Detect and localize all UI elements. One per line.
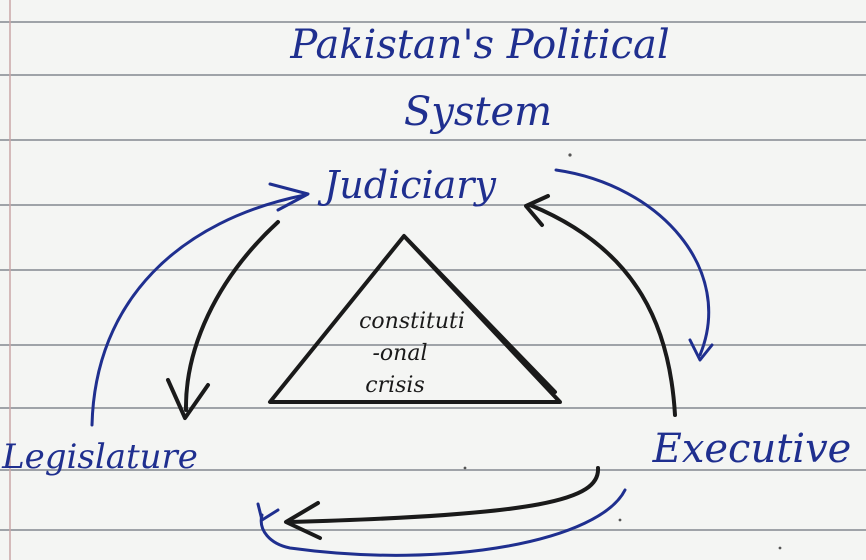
center-triangle <box>268 234 562 404</box>
speck <box>778 546 782 550</box>
diagram-title-line1: Pakistan's Political <box>289 22 669 68</box>
center-text-line3: crisis <box>365 373 425 398</box>
arrow-executive-to-judiciary <box>528 203 677 417</box>
black-arrows <box>166 194 677 540</box>
arrow-judiciary-to-legislature <box>183 220 280 412</box>
arrowhead <box>284 501 322 540</box>
speck <box>568 153 572 157</box>
arrowhead <box>268 182 310 212</box>
ruled-lines <box>0 21 866 531</box>
pen-specks <box>463 153 782 550</box>
node-legislature: Legislature <box>1 437 198 477</box>
center-text-line1: constituti <box>359 309 465 334</box>
speck <box>618 518 622 522</box>
arrow-executive-to-legislature <box>288 466 601 524</box>
diagram-title-line2: System <box>404 89 552 135</box>
arrow-judiciary-to-executive <box>554 168 711 357</box>
arrow-executive-to-legislature-outer <box>259 488 627 557</box>
arrowhead <box>524 194 550 227</box>
arrowhead <box>166 378 210 420</box>
node-judiciary: Judiciary <box>317 163 496 207</box>
center-text-line2: -onal <box>373 341 428 366</box>
speck <box>463 466 467 470</box>
arrow-legislature-to-judiciary <box>90 193 307 427</box>
node-executive: Executive <box>652 426 852 472</box>
blue-arrows <box>90 168 714 557</box>
arrowhead <box>688 338 714 362</box>
arrowhead <box>256 502 280 522</box>
